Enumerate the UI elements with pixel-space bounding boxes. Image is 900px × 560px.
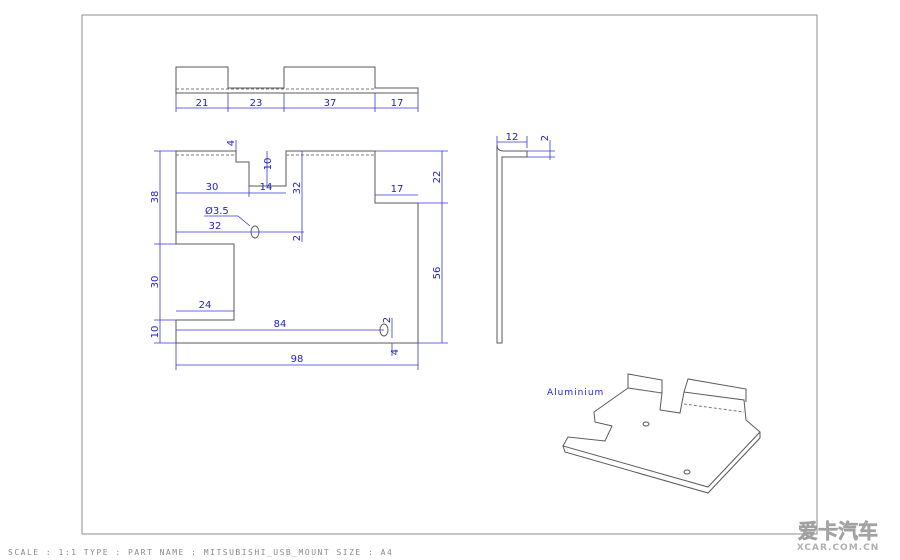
iso-slot <box>683 469 691 475</box>
dim-10-notch: 10 <box>263 158 274 171</box>
top-dim-17: 17 <box>391 98 404 109</box>
top-dim-23: 23 <box>250 98 263 109</box>
dim-4-slot: 4 <box>390 349 401 355</box>
dim-38: 38 <box>150 191 161 204</box>
dim-10-bottom: 10 <box>150 326 161 339</box>
dim-4-flange: 4 <box>226 140 237 146</box>
front-view: 38 30 10 4 10 30 14 32 17 22 56 Ø3.5 32 … <box>150 140 448 370</box>
dim-30-notch: 30 <box>206 182 219 193</box>
watermark-en: XCAR.COM.CN <box>797 543 879 553</box>
dim-56: 56 <box>432 267 443 280</box>
material-label: Aluminium <box>547 388 604 398</box>
dim-14: 14 <box>260 182 273 193</box>
dim-2-slot: 2 <box>382 317 393 323</box>
dim-30-vertical: 30 <box>150 276 161 289</box>
dim-2-hole: 2 <box>292 235 303 241</box>
watermark-logo: 爱卡汽车 XCAR.COM.CN <box>797 519 879 553</box>
top-view-outline <box>175 66 419 94</box>
sheet-border <box>81 14 818 535</box>
iso-outline <box>562 387 761 488</box>
iso-thickness <box>562 432 761 494</box>
isometric-view: Aluminium <box>547 373 761 494</box>
side-dim-12: 12 <box>506 132 519 143</box>
top-dim-37: 37 <box>324 98 337 109</box>
status-bar: SCALE : 1:1 TYPE : PART NAME : MITSUBISH… <box>8 548 394 557</box>
iso-flange-right <box>683 378 747 402</box>
front-view-outline <box>175 150 419 344</box>
dim-32-vertical: 32 <box>292 182 303 195</box>
dim-32-hole: 32 <box>209 221 222 232</box>
dim-84: 84 <box>274 319 287 330</box>
dim-17-step: 17 <box>391 184 404 195</box>
iso-hole <box>642 421 650 427</box>
top-dim-21: 21 <box>196 98 209 109</box>
side-dim-2: 2 <box>540 135 551 141</box>
side-view-outline <box>496 144 528 344</box>
dim-98: 98 <box>291 354 304 365</box>
watermark-cn: 爱卡汽车 <box>798 519 878 543</box>
hole-leader <box>204 215 251 227</box>
side-view: 12 2 <box>496 132 555 344</box>
dim-24: 24 <box>199 300 212 311</box>
top-view: 21 23 37 17 <box>175 66 419 112</box>
dim-hole-diameter: Ø3.5 <box>205 205 229 217</box>
iso-flange-left <box>627 373 663 393</box>
dim-22: 22 <box>432 171 443 184</box>
